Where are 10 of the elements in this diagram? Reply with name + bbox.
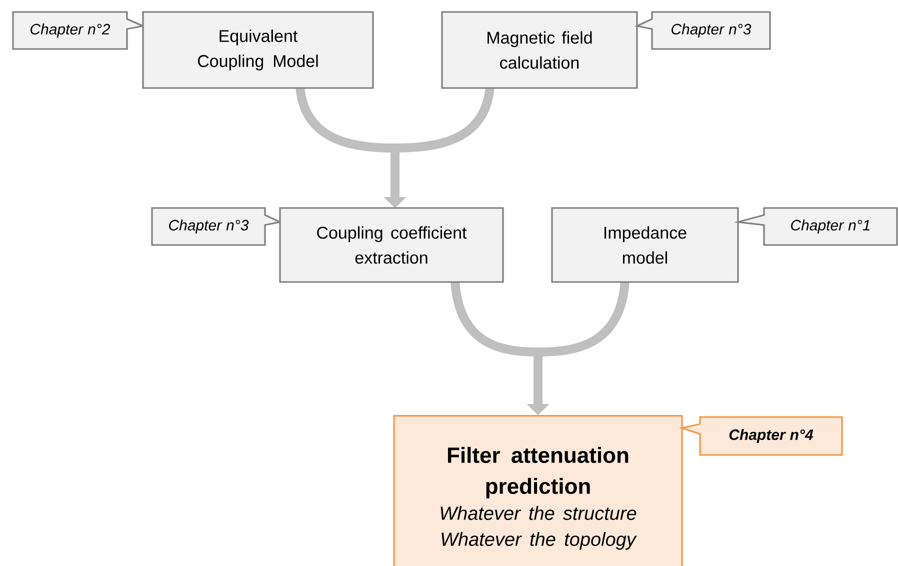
result-box: Filter attenuation prediction Whatever the structure Whatever the topology	[393, 415, 683, 566]
process-box: Equivalent Coupling Model	[142, 11, 374, 89]
callout-label: Chapter n°3	[151, 207, 283, 246]
process-box: Coupling coefficient extraction	[279, 207, 504, 283]
callout-label: Chapter n°1	[734, 207, 898, 246]
callout-label: Chapter n°2	[12, 11, 146, 50]
process-box: Magnetic field calculation	[441, 11, 638, 89]
callout-label: Chapter n°4	[679, 416, 843, 456]
callout-label: Chapter n°3	[634, 11, 771, 50]
process-box: Impedance model	[551, 207, 739, 283]
